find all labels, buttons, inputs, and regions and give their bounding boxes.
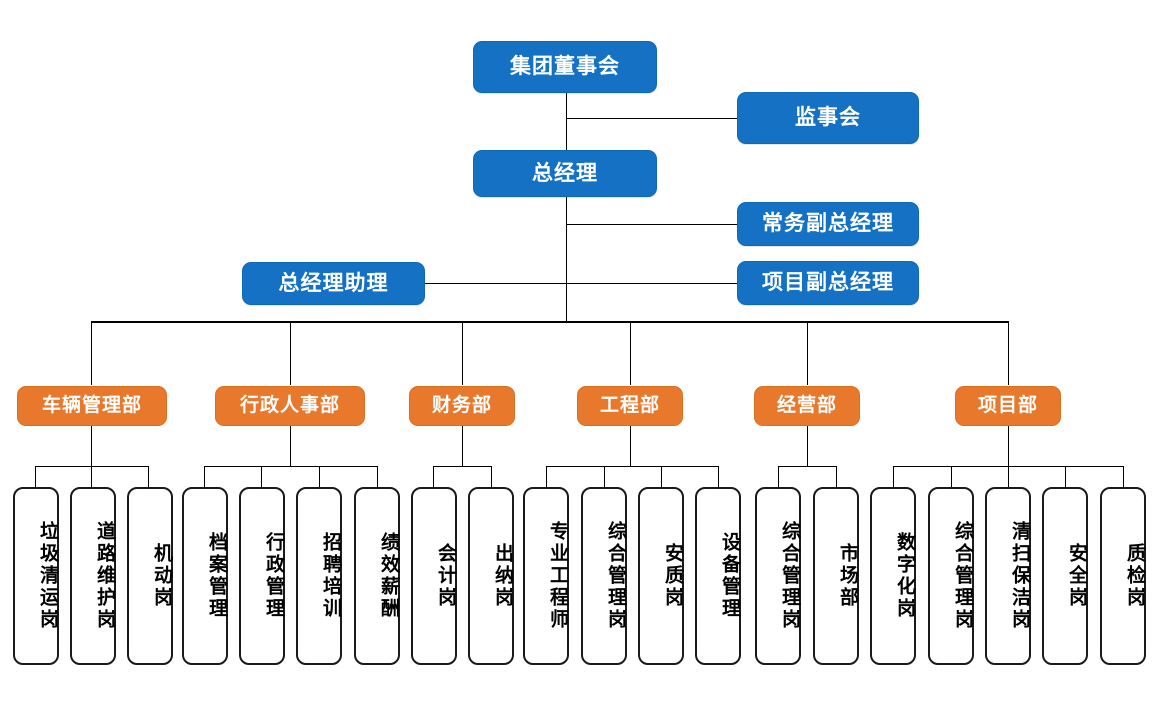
node-post-professional-engineer[interactable]: 专业工程师 [523, 487, 569, 665]
connector-dept-1-child-1 [35, 466, 36, 487]
node-post-performance-compensation[interactable]: 绩效薪酬 [354, 487, 400, 665]
connector-bus-to-dept-2 [290, 321, 291, 385]
connector-dept-5-child-1 [778, 466, 779, 487]
node-department-finance[interactable]: 财务部 [409, 386, 515, 426]
node-post-operations-general-management[interactable]: 综合管理岗 [755, 487, 801, 665]
connector-dept-3-child-2 [491, 466, 492, 487]
node-post-cleaning-sanitation[interactable]: 清扫保洁岗 [985, 487, 1031, 665]
connector-dept-6-child-2 [951, 466, 952, 487]
connector-trunk-to-project-vice-gm [566, 283, 738, 284]
connector-dept-6-child-5 [1123, 466, 1124, 487]
node-post-market-division[interactable]: 市场部 [813, 487, 859, 665]
node-post-project-general-management[interactable]: 综合管理岗 [928, 487, 974, 665]
node-post-safety[interactable]: 安全岗 [1042, 487, 1088, 665]
connector-bus-to-dept-4 [630, 321, 631, 385]
node-gm-assistant[interactable]: 总经理助理 [242, 262, 425, 305]
connector-dept-3-child-1 [433, 466, 434, 487]
connector-gm-trunk-to-supervisory [566, 118, 738, 119]
node-post-waste-transport[interactable]: 垃圾清运岗 [13, 487, 59, 665]
connector-dept-1-bus [35, 466, 148, 467]
node-post-digitalization[interactable]: 数字化岗 [870, 487, 916, 665]
connector-dept-5-child-2 [836, 466, 837, 487]
node-department-engineering[interactable]: 工程部 [577, 386, 683, 426]
connector-bus-to-dept-6 [1008, 321, 1009, 385]
connector-dept-2-bus [204, 466, 377, 467]
connector-board-to-gm [566, 92, 567, 156]
connector-dept-4-bus [546, 466, 718, 467]
node-post-equipment-management[interactable]: 设备管理 [695, 487, 741, 665]
node-post-quality-inspection[interactable]: 质检岗 [1100, 487, 1146, 665]
node-post-recruitment-training[interactable]: 招聘培训 [296, 487, 342, 665]
connector-dept-2-stem [290, 425, 291, 466]
connector-trunk-to-exec-vice-gm [566, 224, 738, 225]
node-department-vehicle-management[interactable]: 车辆管理部 [17, 386, 167, 426]
connector-dept-5-stem [807, 425, 808, 466]
connector-dept-2-child-2 [261, 466, 262, 487]
connector-dept-6-child-1 [893, 466, 894, 487]
connector-dept-2-child-4 [377, 466, 378, 487]
node-project-vice-gm[interactable]: 项目副总经理 [737, 261, 919, 305]
connector-dept-2-child-3 [319, 466, 320, 487]
node-post-administrative-management[interactable]: 行政管理 [239, 487, 285, 665]
node-board-of-directors[interactable]: 集团董事会 [473, 41, 657, 93]
connector-dept-4-child-2 [604, 466, 605, 487]
connector-dept-4-child-3 [661, 466, 662, 487]
department-bus [91, 321, 1009, 323]
connector-dept-3-stem [462, 425, 463, 466]
node-post-engineering-general-management[interactable]: 综合管理岗 [581, 487, 627, 665]
node-department-operations[interactable]: 经营部 [754, 386, 860, 426]
node-general-manager[interactable]: 总经理 [473, 150, 657, 197]
connector-dept-4-child-4 [718, 466, 719, 487]
connector-bus-to-dept-1 [91, 321, 92, 385]
connector-dept-1-child-3 [148, 466, 149, 487]
node-post-road-maintenance[interactable]: 道路维护岗 [70, 487, 116, 665]
node-supervisory-board[interactable]: 监事会 [737, 92, 919, 144]
connector-dept-6-stem [1008, 425, 1009, 487]
connector-dept-4-child-1 [546, 466, 547, 487]
connector-dept-6-child-4 [1065, 466, 1066, 487]
connector-bus-to-dept-5 [807, 321, 808, 385]
connector-dept-1-stem [91, 425, 92, 487]
node-post-accounting[interactable]: 会计岗 [411, 487, 457, 665]
connector-gm-trunk [566, 196, 567, 322]
connector-dept-6-bus [893, 466, 1123, 467]
connector-gm-assistant-to-trunk [425, 283, 567, 284]
node-executive-vice-gm[interactable]: 常务副总经理 [737, 202, 919, 246]
connector-dept-3-bus [433, 466, 491, 467]
connector-bus-to-dept-3 [462, 321, 463, 385]
node-post-flexible-duty[interactable]: 机动岗 [127, 487, 173, 665]
connector-dept-2-child-1 [204, 466, 205, 487]
node-department-project[interactable]: 项目部 [955, 386, 1061, 426]
node-department-admin-hr[interactable]: 行政人事部 [215, 386, 365, 426]
connector-dept-5-bus [778, 466, 836, 467]
node-post-archive-management[interactable]: 档案管理 [182, 487, 228, 665]
connector-dept-4-stem [630, 425, 631, 466]
node-post-safety-quality[interactable]: 安质岗 [638, 487, 684, 665]
node-post-cashier[interactable]: 出纳岗 [468, 487, 514, 665]
